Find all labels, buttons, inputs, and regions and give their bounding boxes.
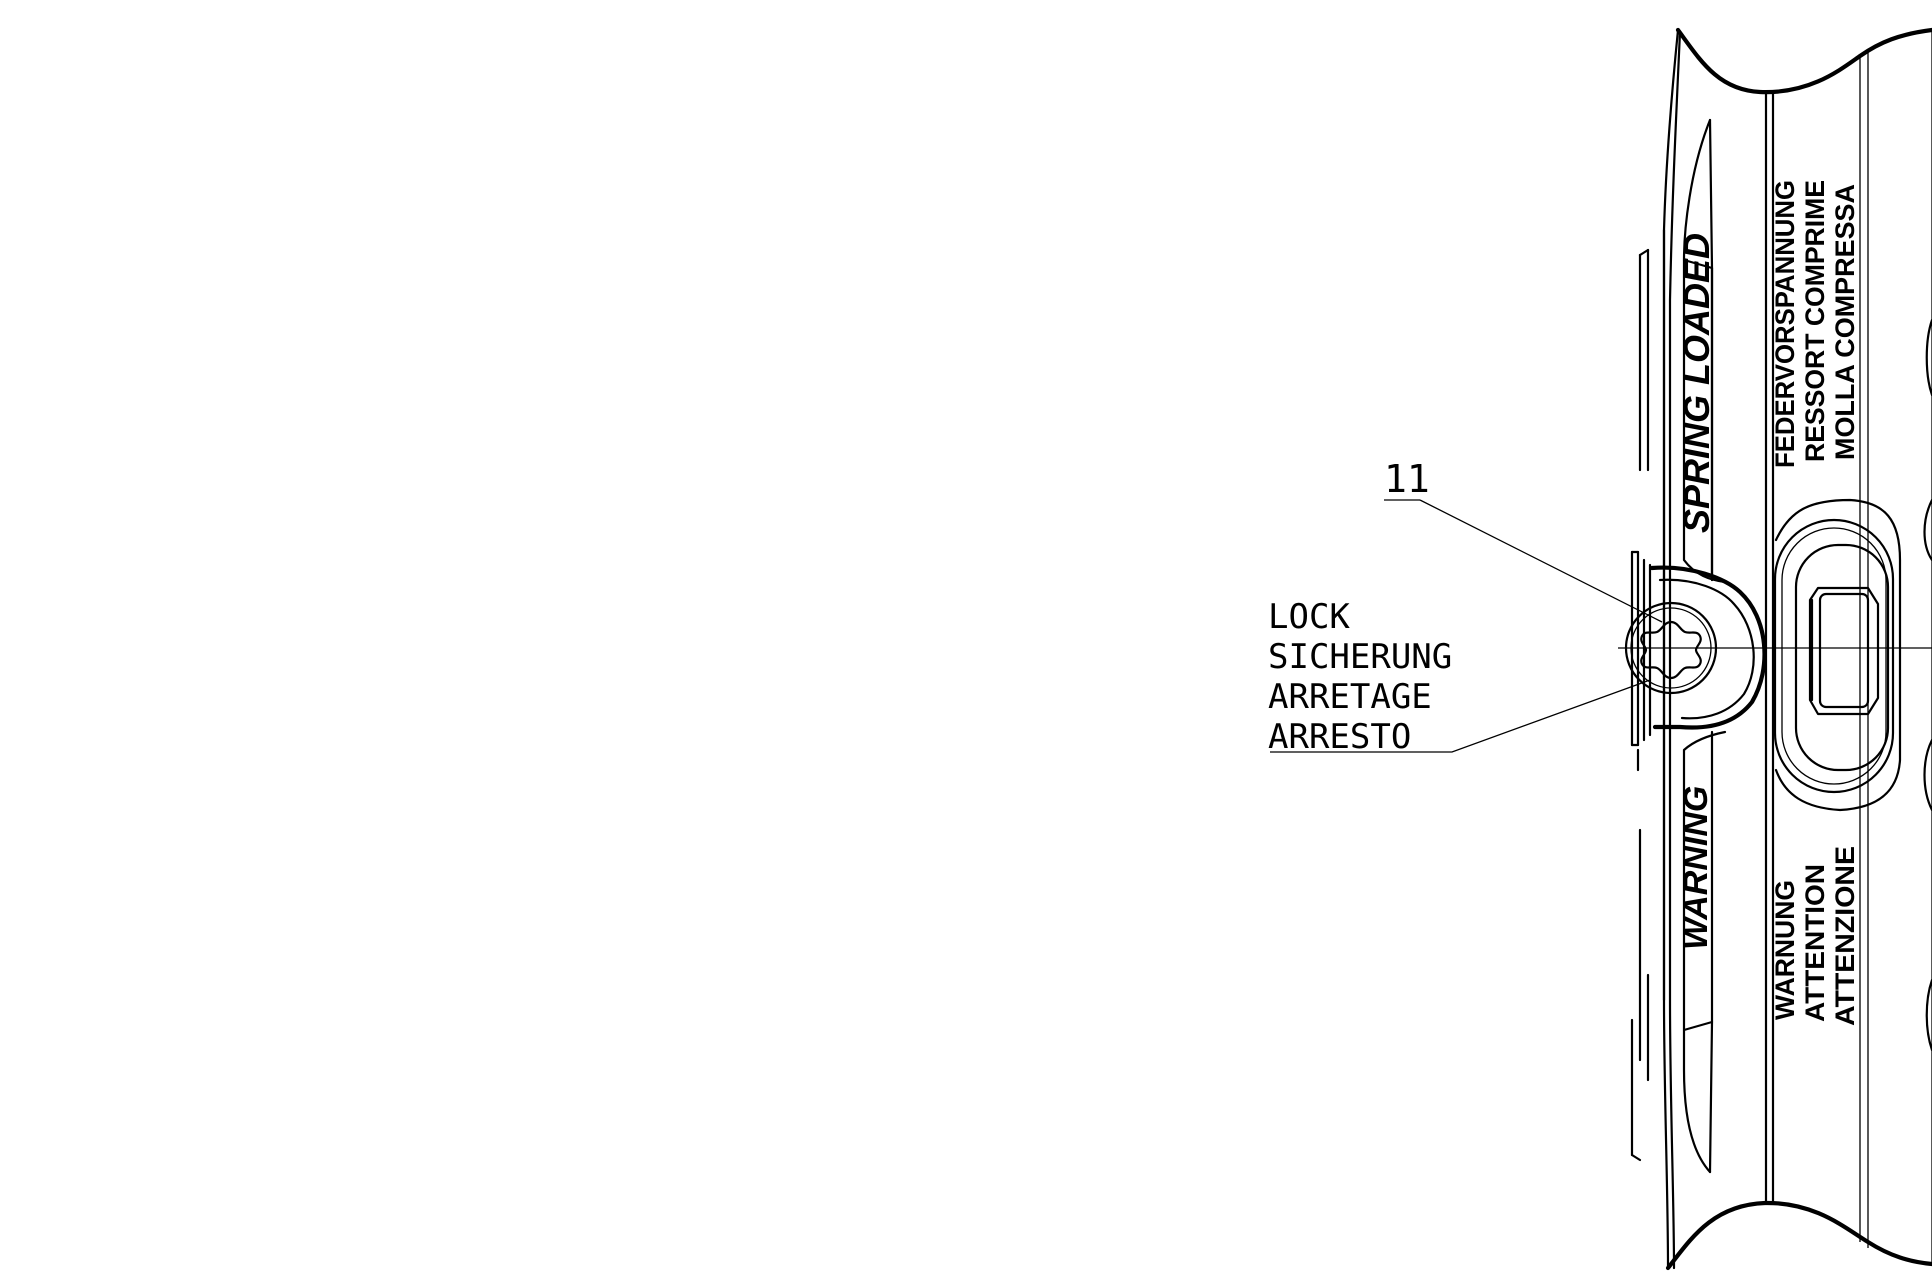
spring-channel-upper [1682, 118, 1727, 584]
callout-lock-line-2: SICHERUNG [1268, 637, 1452, 677]
side-ridges [1630, 248, 1652, 1162]
label-warning-multilang-1: WARNUNG [1770, 880, 1800, 1020]
label-warning-multilang-2: ATTENTION [1800, 864, 1830, 1022]
label-spring-loaded: SPRING LOADED [1676, 233, 1717, 533]
engraved-labels: SPRING LOADED WARNING FEDERVORSPANNUNG R… [1676, 180, 1860, 1026]
release-button [1773, 498, 1902, 812]
right-edge-details [1923, 318, 1932, 1052]
leader-item-11 [1419, 499, 1663, 623]
leader-lines [1270, 499, 1663, 753]
callout-lock-line-4: ARRESTO [1268, 717, 1411, 757]
callout-item-number: 11 [1384, 457, 1430, 501]
spring-channel-lower [1682, 730, 1727, 1174]
label-spring-multilang-3: MOLLA COMPRESSA [1830, 184, 1860, 460]
callout-lock-line-3: ARRETAGE [1268, 677, 1432, 717]
callout-labels: 11 LOCK SICHERUNG ARRETAGE ARRESTO [1268, 457, 1452, 757]
label-warning: WARNING [1677, 786, 1715, 950]
callout-lock-line-1: LOCK [1268, 597, 1350, 637]
label-spring-multilang-1: FEDERVORSPANNUNG [1770, 180, 1800, 468]
label-spring-multilang-2: RESSORT COMPRIME [1800, 180, 1830, 462]
lock-screw [1618, 565, 1932, 730]
label-warning-multilang-3: ATTENZIONE [1830, 846, 1860, 1026]
leader-lock [1270, 679, 1651, 753]
